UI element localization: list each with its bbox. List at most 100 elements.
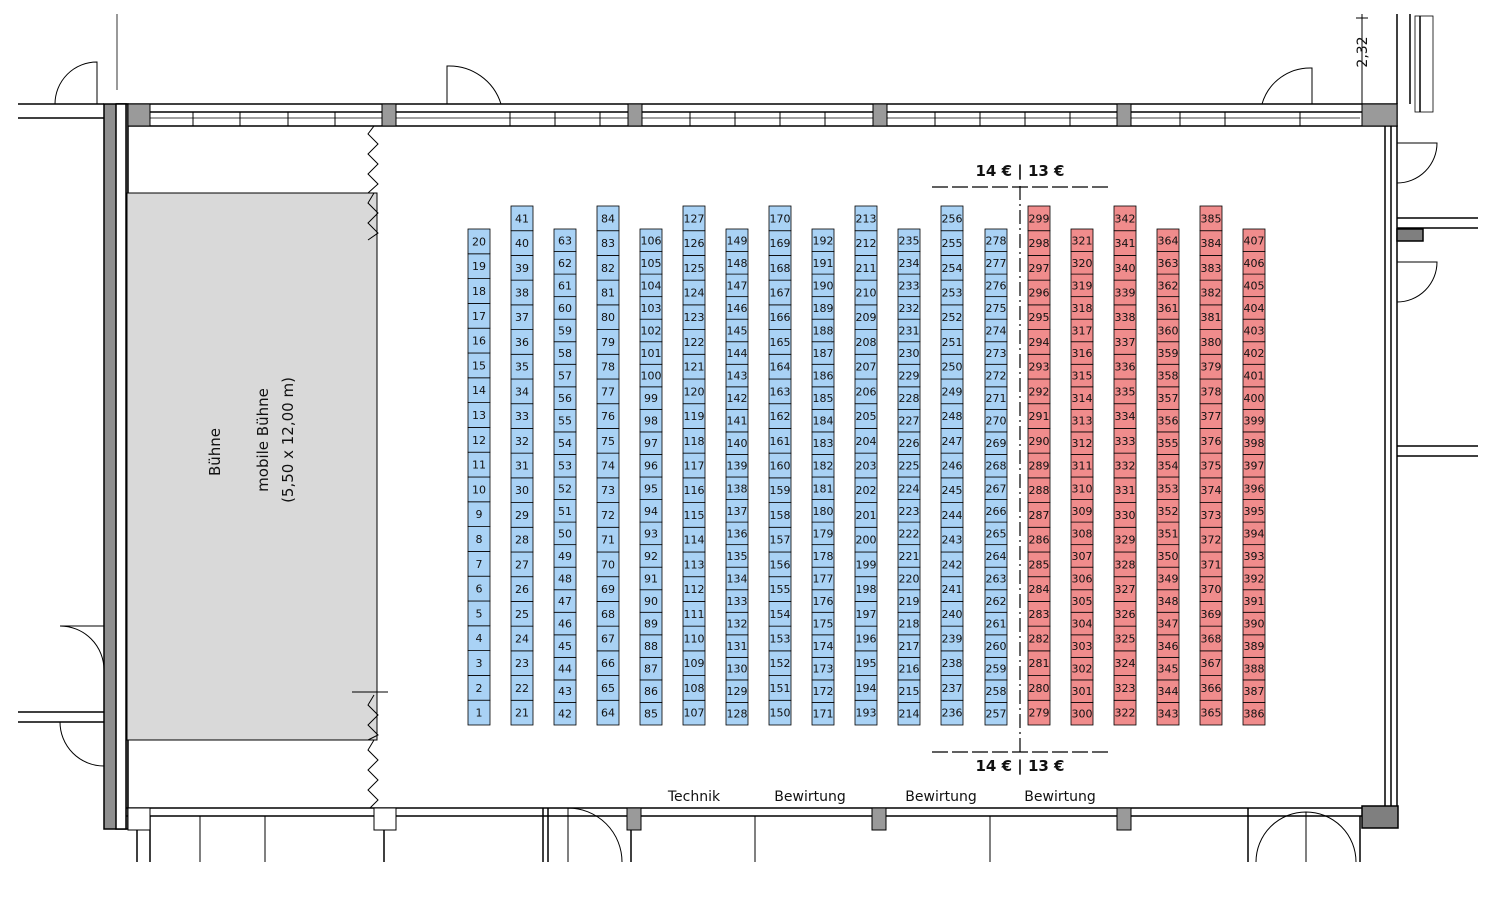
seat-168[interactable]: 168 (768, 255, 792, 281)
seat-323[interactable]: 323 (1113, 675, 1137, 701)
seat-367[interactable]: 367 (1199, 650, 1223, 676)
seat-33[interactable]: 33 (510, 403, 534, 429)
seat-105[interactable]: 105 (639, 251, 663, 275)
seat-20[interactable]: 20 (467, 228, 491, 255)
seat-259[interactable]: 259 (984, 656, 1008, 681)
seat-214[interactable]: 214 (897, 702, 921, 726)
seat-12[interactable]: 12 (467, 426, 491, 453)
seat-245[interactable]: 245 (940, 477, 964, 503)
seat-225[interactable]: 225 (897, 454, 921, 478)
seat-189[interactable]: 189 (811, 296, 835, 320)
seat-69[interactable]: 69 (596, 576, 620, 602)
seat-96[interactable]: 96 (639, 454, 663, 478)
seat-144[interactable]: 144 (725, 341, 749, 365)
seat-49[interactable]: 49 (553, 544, 577, 568)
seat-315[interactable]: 315 (1070, 363, 1094, 388)
seat-319[interactable]: 319 (1070, 273, 1094, 298)
seat-254[interactable]: 254 (940, 255, 964, 281)
seat-373[interactable]: 373 (1199, 502, 1223, 528)
seat-50[interactable]: 50 (553, 521, 577, 546)
seat-390[interactable]: 390 (1242, 611, 1266, 636)
seat-241[interactable]: 241 (940, 576, 964, 602)
seat-352[interactable]: 352 (1156, 499, 1180, 523)
seat-272[interactable]: 272 (984, 363, 1008, 388)
seat-375[interactable]: 375 (1199, 452, 1223, 479)
seat-36[interactable]: 36 (510, 329, 534, 355)
seat-289[interactable]: 289 (1027, 452, 1051, 479)
seat-281[interactable]: 281 (1027, 650, 1051, 676)
seat-134[interactable]: 134 (725, 566, 749, 591)
seat-175[interactable]: 175 (811, 611, 835, 636)
seat-206[interactable]: 206 (854, 378, 878, 405)
seat-358[interactable]: 358 (1156, 363, 1180, 388)
seat-117[interactable]: 117 (682, 452, 706, 479)
seat-391[interactable]: 391 (1242, 589, 1266, 613)
seat-258[interactable]: 258 (984, 679, 1008, 703)
seat-7[interactable]: 7 (467, 551, 491, 577)
seat-box[interactable] (1199, 205, 1223, 232)
seat-160[interactable]: 160 (768, 452, 792, 479)
seat-158[interactable]: 158 (768, 502, 792, 528)
seat-21[interactable]: 21 (510, 699, 534, 726)
seat-261[interactable]: 261 (984, 611, 1008, 636)
seat-363[interactable]: 363 (1156, 251, 1180, 275)
seat-275[interactable]: 275 (984, 296, 1008, 320)
seat-338[interactable]: 338 (1113, 304, 1137, 330)
seat-336[interactable]: 336 (1113, 353, 1137, 380)
seat-179[interactable]: 179 (811, 521, 835, 546)
seat-121[interactable]: 121 (682, 353, 706, 380)
seat-101[interactable]: 101 (639, 341, 663, 365)
seat-37[interactable]: 37 (510, 304, 534, 330)
seat-box[interactable] (639, 228, 663, 252)
seat-31[interactable]: 31 (510, 452, 534, 479)
seat-360[interactable]: 360 (1156, 318, 1180, 343)
seat-11[interactable]: 11 (467, 451, 491, 478)
seat-253[interactable]: 253 (940, 279, 964, 306)
seat-48[interactable]: 48 (553, 566, 577, 591)
seat-82[interactable]: 82 (596, 255, 620, 281)
seat-194[interactable]: 194 (854, 675, 878, 701)
seat-161[interactable]: 161 (768, 428, 792, 454)
seat-16[interactable]: 16 (467, 327, 491, 354)
seat-154[interactable]: 154 (768, 601, 792, 627)
seat-337[interactable]: 337 (1113, 329, 1137, 355)
seat-362[interactable]: 362 (1156, 273, 1180, 298)
seat-70[interactable]: 70 (596, 551, 620, 578)
seat-307[interactable]: 307 (1070, 544, 1094, 568)
seat-197[interactable]: 197 (854, 601, 878, 627)
seat-298[interactable]: 298 (1027, 230, 1051, 256)
seat-24[interactable]: 24 (510, 625, 534, 652)
seat-306[interactable]: 306 (1070, 566, 1094, 591)
seat-294[interactable]: 294 (1027, 329, 1051, 355)
seat-67[interactable]: 67 (596, 625, 620, 652)
seat-box[interactable] (510, 205, 534, 232)
seat-303[interactable]: 303 (1070, 634, 1094, 658)
seat-236[interactable]: 236 (940, 699, 964, 726)
seat-328[interactable]: 328 (1113, 551, 1137, 578)
seat-186[interactable]: 186 (811, 363, 835, 388)
seat-252[interactable]: 252 (940, 304, 964, 330)
seat-box[interactable] (725, 228, 749, 252)
seat-73[interactable]: 73 (596, 477, 620, 503)
seat-box[interactable] (984, 228, 1008, 252)
seat-347[interactable]: 347 (1156, 611, 1180, 636)
seat-58[interactable]: 58 (553, 341, 577, 365)
seat-84[interactable]: 84 (596, 205, 620, 232)
seat-226[interactable]: 226 (897, 431, 921, 455)
seat-329[interactable]: 329 (1113, 526, 1137, 553)
seat-385[interactable]: 385 (1199, 205, 1223, 232)
seat-235[interactable]: 235 (897, 228, 921, 252)
seat-255[interactable]: 255 (940, 230, 964, 256)
seat-159[interactable]: 159 (768, 477, 792, 503)
seat-2[interactable]: 2 (467, 675, 491, 701)
seat-407[interactable]: 407 (1242, 228, 1266, 252)
seat-228[interactable]: 228 (897, 386, 921, 410)
seat-242[interactable]: 242 (940, 551, 964, 578)
seat-359[interactable]: 359 (1156, 341, 1180, 365)
seat-334[interactable]: 334 (1113, 403, 1137, 429)
seat-286[interactable]: 286 (1027, 526, 1051, 553)
seat-165[interactable]: 165 (768, 329, 792, 355)
seat-153[interactable]: 153 (768, 625, 792, 652)
seat-342[interactable]: 342 (1113, 205, 1137, 232)
seat-76[interactable]: 76 (596, 403, 620, 429)
